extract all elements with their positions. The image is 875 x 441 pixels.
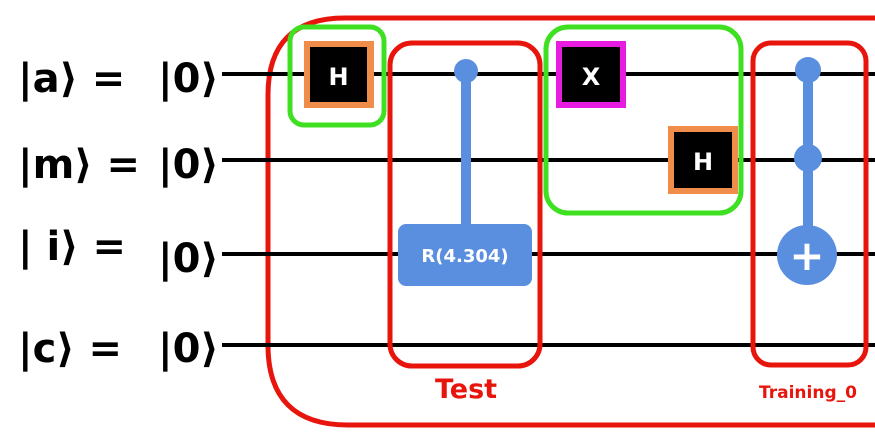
toffoli-target[interactable]: [777, 225, 837, 285]
register-m-label: |m⟩ =: [18, 142, 140, 189]
x-gate-a[interactable]: [562, 47, 620, 102]
toffoli-target-symbol: +: [789, 231, 824, 280]
toffoli-control-m: [794, 144, 822, 172]
x-gate-a-label: X: [582, 63, 601, 91]
h-gate-group-box: [287, 24, 387, 128]
register-a-state: |0⟩: [158, 56, 219, 103]
training-block-box: [750, 40, 869, 368]
register-c-state: |0⟩: [158, 326, 219, 373]
control-dot-test: [454, 59, 478, 83]
rotation-gate[interactable]: [398, 224, 532, 286]
test-caption: Test: [435, 374, 497, 405]
h-gate-a-label: H: [328, 63, 348, 91]
h-gate-m[interactable]: [674, 132, 732, 188]
h-gate-m-label: H: [693, 148, 713, 176]
test-block-box: [387, 40, 543, 369]
register-i-state: |0⟩: [158, 236, 219, 283]
register-m-state: |0⟩: [158, 142, 219, 189]
rotation-gate-label: R(4.304): [421, 246, 508, 267]
xh-gate-group-box: [543, 24, 744, 216]
training-caption: Training_0: [759, 383, 857, 403]
register-c-label: |c⟩ =: [18, 326, 122, 373]
register-i-label: | i⟩ =: [18, 224, 126, 271]
h-gate-a[interactable]: [310, 47, 367, 102]
register-a-label: |a⟩ =: [18, 56, 125, 103]
toffoli-control-a: [795, 57, 821, 83]
